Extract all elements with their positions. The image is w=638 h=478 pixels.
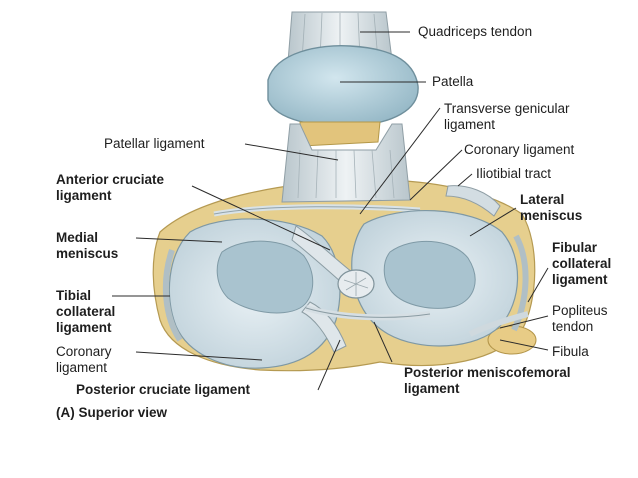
popliteus-tendon-shape xyxy=(468,311,529,337)
lateral-condyle-surface xyxy=(383,240,476,309)
label-tibial-collateral-ligament: Tibial collateral ligament xyxy=(56,288,116,335)
label-posterior-cruciate-ligament: Posterior cruciate ligament xyxy=(76,382,251,397)
medial-condyle-surface xyxy=(216,240,314,314)
label-medial-meniscus: Medial meniscus xyxy=(56,230,119,261)
iliotibial-tract-shape xyxy=(445,185,501,217)
patellar-ligament-shape xyxy=(281,123,411,203)
label-lateral-meniscus: Lateral meniscus xyxy=(520,192,583,223)
label-iliotibial-tract: Iliotibial tract xyxy=(476,166,552,181)
label-transverse-genicular-ligament: Transverse genicular ligament xyxy=(444,101,570,132)
label-coronary-ligament-left: Coronary ligament xyxy=(56,344,112,375)
label-quadriceps-tendon: Quadriceps tendon xyxy=(418,24,533,39)
label-posterior-meniscofemoral-ligament: Posterior meniscofemoral ligament xyxy=(404,365,571,396)
leader-lines xyxy=(112,31,549,391)
label-coronary-ligament-top: Coronary ligament xyxy=(464,142,575,157)
label-fibula: Fibula xyxy=(552,344,589,359)
fibula-shape xyxy=(487,325,537,355)
label-fibular-collateral-ligament: Fibular collateral ligament xyxy=(552,240,612,287)
label-patella: Patella xyxy=(432,74,474,89)
view-caption: (A) Superior view xyxy=(56,405,168,420)
label-anterior-cruciate-ligament: Anterior cruciate ligament xyxy=(56,172,165,203)
patella-shape xyxy=(267,45,419,127)
label-patellar-ligament: Patellar ligament xyxy=(104,136,205,151)
label-popliteus-tendon: Popliteus tendon xyxy=(552,303,608,334)
